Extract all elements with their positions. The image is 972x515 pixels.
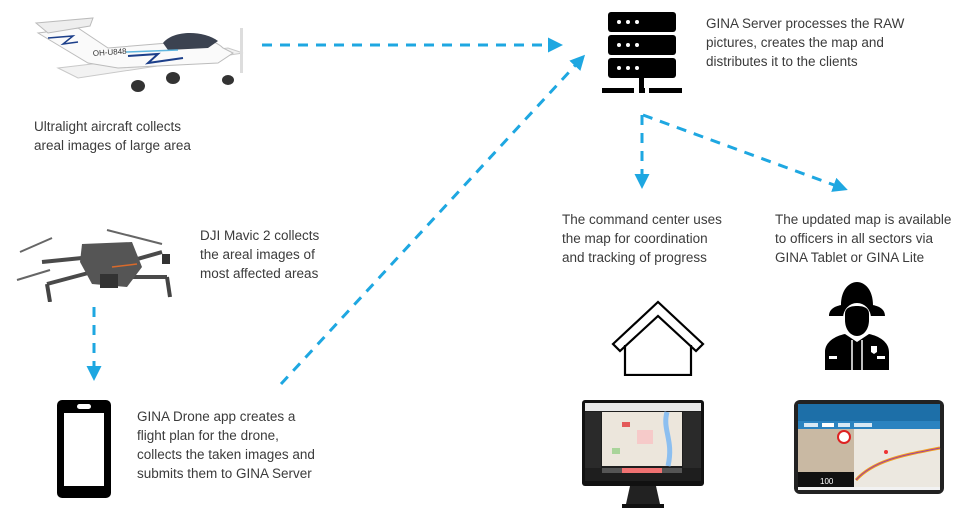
drone-node bbox=[12, 222, 182, 303]
tablet-map-screen: 100 bbox=[794, 400, 944, 494]
drone-caption: DJI Mavic 2 collects the areal images of… bbox=[200, 228, 320, 281]
aircraft-caption: Ultralight aircraft collects areal image… bbox=[34, 119, 191, 153]
smartphone-icon bbox=[57, 400, 111, 498]
arrow-phone-to-server bbox=[279, 54, 586, 386]
command-center-caption: The command center uses the map for coor… bbox=[562, 212, 722, 265]
desktop-map-screen bbox=[582, 400, 704, 508]
server-caption: GINA Server processes the RAW pictures, … bbox=[706, 16, 905, 69]
officer-caption: The updated map is available to officers… bbox=[775, 212, 952, 265]
arrow-server-to-officer bbox=[642, 113, 848, 192]
house-icon bbox=[610, 292, 706, 377]
phone-caption: GINA Drone app creates a flight plan for… bbox=[137, 409, 315, 481]
aircraft-node: OH-U848 bbox=[18, 8, 258, 98]
dji-mavic-drone-icon bbox=[16, 229, 172, 303]
tablet-device: 100 bbox=[794, 400, 944, 494]
server-icon bbox=[602, 10, 682, 95]
desktop-monitor bbox=[582, 400, 704, 510]
aircraft-registration: OH-U848 bbox=[93, 47, 128, 58]
tablet-speed: 100 bbox=[820, 477, 834, 486]
ultralight-aircraft-icon: OH-U848 bbox=[34, 17, 244, 92]
firefighter-icon bbox=[823, 280, 891, 370]
